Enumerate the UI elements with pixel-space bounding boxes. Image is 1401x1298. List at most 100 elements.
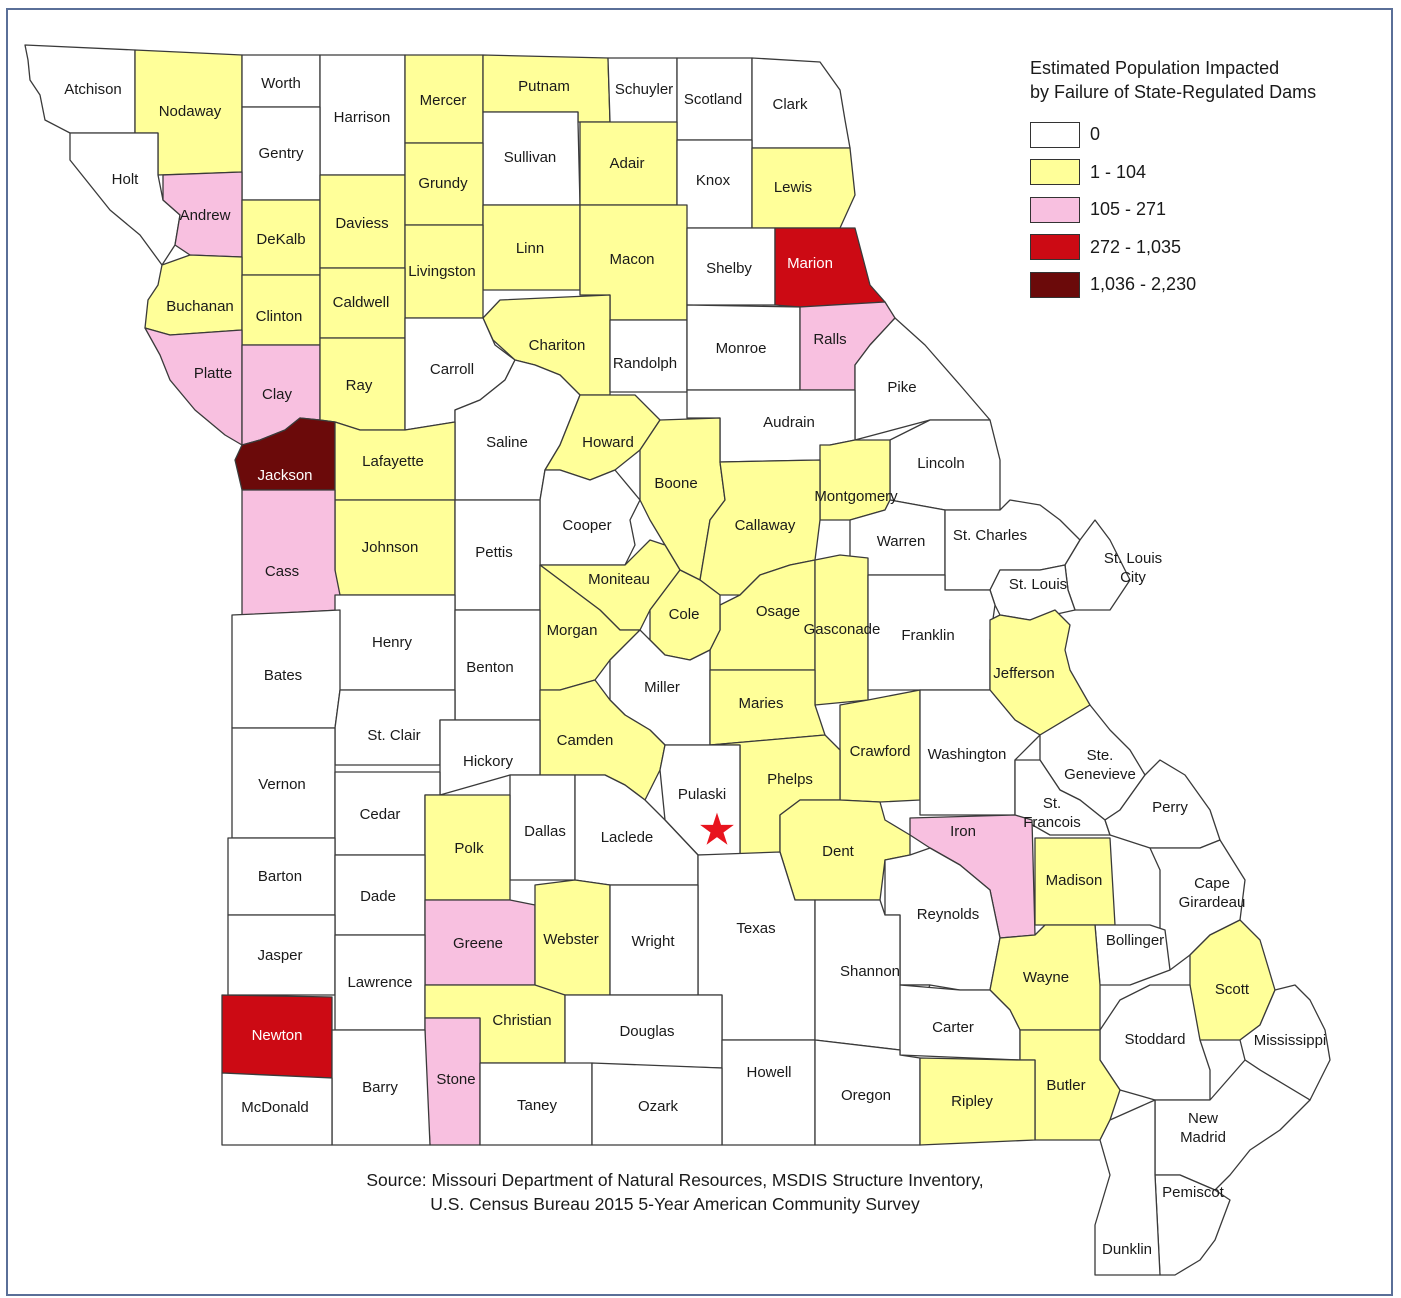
county-layer [24,44,1331,1276]
county-label-perry: Perry [1152,799,1188,816]
county-label-carroll: Carroll [430,361,474,378]
county-label-st-louis: St. Louis [1009,576,1067,593]
county-label-hickory: Hickory [463,753,514,770]
county-label-st-francois: St.Francois [1023,795,1081,831]
legend-swatch-1 [1030,159,1080,186]
county-label-marion: Marion [787,255,833,272]
county-label-lewis: Lewis [774,179,812,196]
county-label-cass: Cass [265,563,299,580]
county-label-osage: Osage [756,603,800,620]
county-label-carter: Carter [932,1019,974,1036]
county-label-madison: Madison [1046,872,1103,889]
county-label-bollinger: Bollinger [1106,932,1164,949]
county-label-lafayette: Lafayette [362,453,424,470]
county-label-franklin: Franklin [901,627,954,644]
county-mcdonald [221,1072,333,1146]
county-label-livingston: Livingston [408,263,476,280]
legend-label-3: 272 - 1,035 [1090,236,1182,257]
county-label-st-clair: St. Clair [367,727,420,744]
county-label-dekalb: DeKalb [256,231,305,248]
county-label-holt: Holt [112,171,140,188]
county-label-pettis: Pettis [475,544,513,561]
county-label-lawrence: Lawrence [347,974,412,991]
legend-label-1: 1 - 104 [1090,161,1147,182]
county-cass [241,489,341,616]
county-st-louis [989,564,1076,621]
county-label-dallas: Dallas [524,823,566,840]
county-label-benton: Benton [466,659,514,676]
legend-label-4: 1,036 - 2,230 [1090,274,1197,295]
county-label-wright: Wright [631,933,675,950]
county-label-howell: Howell [746,1064,791,1081]
county-label-moniteau: Moniteau [588,571,650,588]
source-line-2: U.S. Census Bureau 2015 5-Year American … [430,1194,920,1214]
legend-row-0: 0 [1030,116,1370,154]
county-label-mcdonald: McDonald [241,1099,309,1116]
county-label-mercer: Mercer [420,92,467,109]
county-label-knox: Knox [696,172,731,189]
county-label-montgomery: Montgomery [814,488,898,505]
county-label-ozark: Ozark [638,1098,679,1115]
county-label-atchison: Atchison [64,81,122,98]
county-label-ray: Ray [346,377,373,394]
county-label-platte: Platte [194,365,232,382]
county-label-jefferson: Jefferson [993,665,1054,682]
legend-swatch-2 [1030,196,1080,223]
county-lewis [751,147,856,229]
county-label-maries: Maries [738,695,783,712]
county-label-linn: Linn [516,240,544,257]
county-ozark [591,1062,723,1146]
county-label-ripley: Ripley [951,1093,993,1110]
map-legend: Estimated Population Impacted by Failure… [1030,56,1370,304]
county-label-taney: Taney [517,1097,558,1114]
county-label-audrain: Audrain [763,414,815,431]
county-howell [721,1039,816,1146]
county-label-howard: Howard [582,434,634,451]
county-label-dent: Dent [822,843,855,860]
county-perry [1104,759,1221,849]
county-label-cole: Cole [669,606,700,623]
county-ripley [919,1057,1036,1146]
county-label-greene: Greene [453,935,503,952]
county-label-cooper: Cooper [562,517,611,534]
county-label-christian: Christian [492,1012,551,1029]
county-label-buchanan: Buchanan [166,298,234,315]
county-label-gasconade: Gasconade [804,621,881,638]
county-label-clark: Clark [772,96,808,113]
county-label-sullivan: Sullivan [504,149,557,166]
county-label-chariton: Chariton [529,337,586,354]
source-line-1: Source: Missouri Department of Natural R… [366,1170,984,1190]
legend-swatch-3 [1030,234,1080,261]
county-label-scotland: Scotland [684,91,742,108]
county-dunklin [1094,1099,1161,1276]
legend-swatch-4 [1030,271,1080,298]
source-note: Source: Missouri Department of Natural R… [300,1168,1050,1216]
county-label-schuyler: Schuyler [615,81,673,98]
star-marker-icon: ★ [697,806,736,855]
county-label-ste-genevieve: Ste.Genevieve [1064,747,1136,783]
county-label-douglas: Douglas [619,1023,674,1040]
county-label-washington: Washington [928,746,1007,763]
legend-label-2: 105 - 271 [1090,199,1167,220]
county-label-butler: Butler [1046,1077,1085,1094]
county-label-andrew: Andrew [180,207,231,224]
county-label-stone: Stone [436,1071,475,1088]
county-label-barton: Barton [258,868,302,885]
county-label-bates: Bates [264,667,302,684]
county-label-polk: Polk [454,840,484,857]
legend-row-4: 1,036 - 2,230 [1030,266,1370,304]
county-label-shannon: Shannon [840,963,900,980]
county-label-gentry: Gentry [258,145,304,162]
legend-items: 0 1 - 104 105 - 271 272 - 1,035 1,036 - 2,23… [1030,116,1370,304]
county-label-reynolds: Reynolds [917,906,980,923]
county-label-worth: Worth [261,75,301,92]
county-label-camden: Camden [557,732,614,749]
county-label-st-charles: St. Charles [953,527,1027,544]
county-label-dunklin: Dunklin [1102,1241,1152,1258]
county-label-saline: Saline [486,434,528,451]
county-label-henry: Henry [372,634,413,651]
county-label-laclede: Laclede [601,829,654,846]
